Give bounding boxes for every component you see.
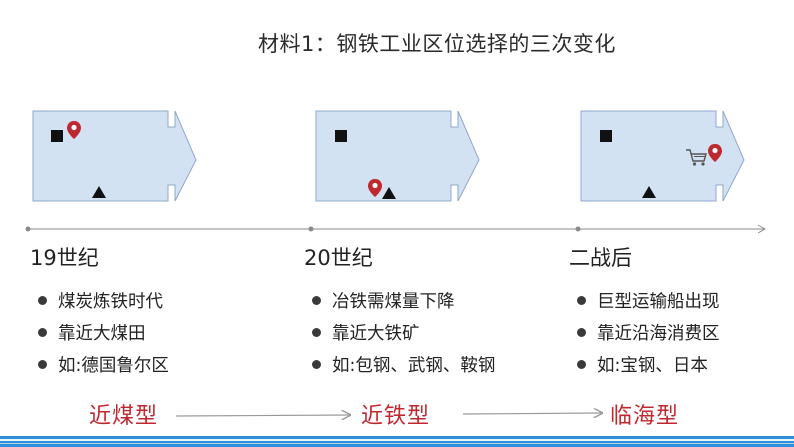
era-panel-3	[580, 110, 745, 202]
shopping-cart-icon	[686, 149, 707, 166]
map-pin-icon	[708, 144, 722, 162]
transition-arrow-1	[175, 415, 350, 416]
bullet-dot	[577, 295, 586, 305]
era-column-3: 二战后 巨型运输船出现 靠近沿海消费区 如:宝钢、日本	[569, 242, 720, 380]
coal-icon	[51, 130, 63, 142]
bullet-dot	[312, 359, 321, 369]
iron-ore-icon	[382, 187, 396, 199]
coal-icon	[600, 130, 612, 142]
bullet-dot	[312, 327, 321, 337]
type-label-coal: 近煤型	[89, 404, 159, 429]
list-item: 靠近沿海消费区	[569, 316, 720, 348]
era-heading: 19世纪	[30, 246, 99, 270]
list-item: 煤炭炼铁时代	[30, 284, 169, 316]
list-item: 如:宝钢、日本	[569, 348, 720, 380]
bullet-dot	[38, 327, 47, 337]
map-pin-icon	[368, 179, 382, 197]
bullet-dot	[577, 327, 586, 337]
list-item: 冶铁需煤量下降	[304, 284, 495, 316]
era-panel-2	[315, 110, 480, 202]
bottom-decorative-bar	[0, 436, 794, 447]
era-column-2: 20世纪 冶铁需煤量下降 靠近大铁矿 如:包钢、武钢、鞍钢	[304, 242, 495, 380]
timeline-axis	[25, 224, 767, 234]
bullet-dot	[577, 359, 586, 369]
list-item: 如:德国鲁尔区	[30, 348, 169, 380]
list-item: 如:包钢、武钢、鞍钢	[304, 348, 495, 380]
type-label-iron: 近铁型	[361, 404, 431, 429]
list-item: 靠近大煤田	[30, 316, 169, 348]
bullet-dot	[38, 359, 47, 369]
list-item: 巨型运输船出现	[569, 284, 720, 316]
era-heading: 二战后	[569, 246, 632, 270]
iron-ore-icon	[92, 186, 106, 198]
type-label-coastal: 临海型	[610, 404, 680, 429]
coal-icon	[335, 130, 347, 142]
era-column-1: 19世纪 煤炭炼铁时代 靠近大煤田 如:德国鲁尔区	[30, 242, 169, 380]
map-pin-icon	[67, 121, 81, 139]
list-item: 靠近大铁矿	[304, 316, 495, 348]
era-panel-1	[32, 110, 197, 202]
bullet-dot	[38, 295, 47, 305]
era-heading: 20世纪	[304, 246, 373, 270]
iron-ore-icon	[642, 186, 656, 198]
page-title: 材料1：钢铁工业区位选择的三次变化	[258, 32, 616, 56]
bullet-dot	[312, 295, 321, 305]
transition-arrow-2	[462, 413, 602, 414]
